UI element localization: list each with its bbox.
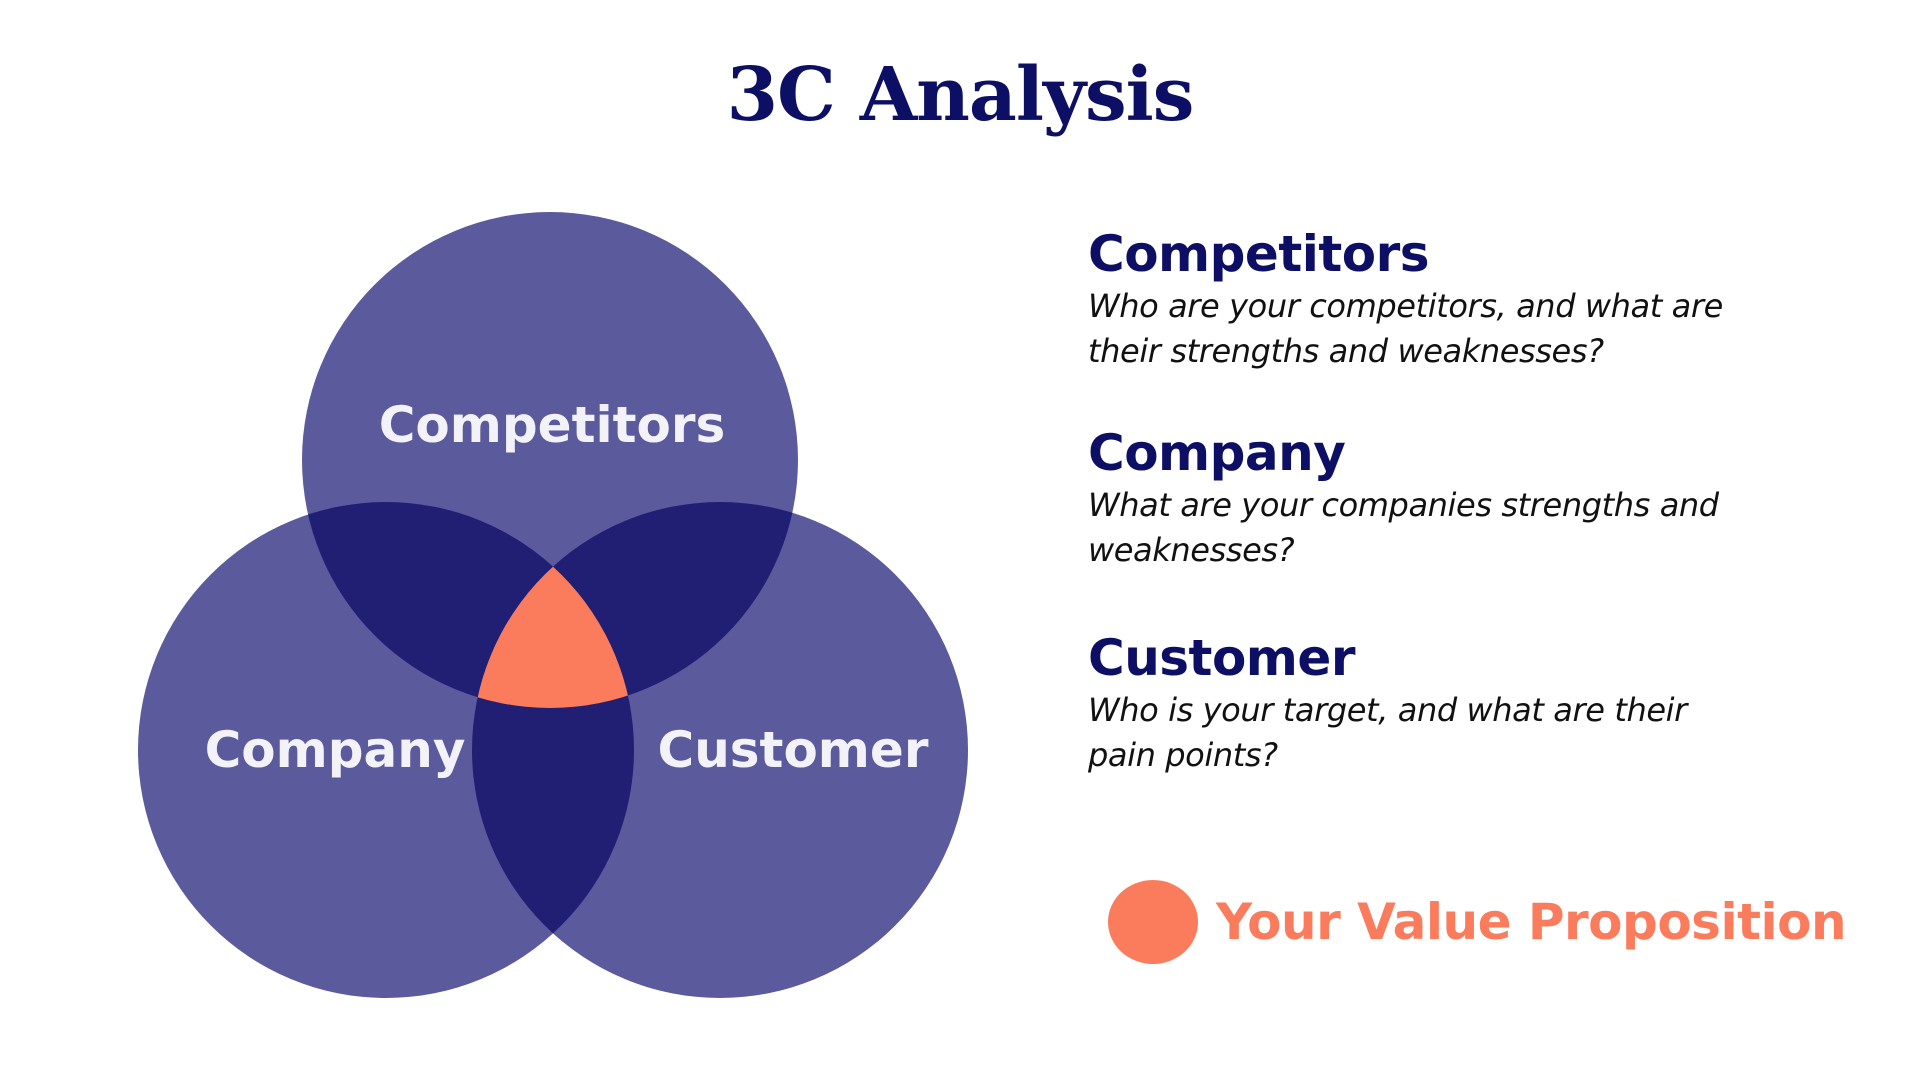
competitors-description: Competitors Who are your competitors, an… [1088, 224, 1788, 374]
customer-heading: Customer [1088, 629, 1355, 687]
value-proposition-legend: Your Value Proposition [1108, 880, 1847, 964]
page-title: 3C Analysis [726, 52, 1195, 138]
value-proposition-center [472, 502, 634, 708]
venn-diagram: Competitors Company Customer [138, 212, 968, 998]
value-proposition-label: Your Value Proposition [1216, 893, 1847, 951]
competitors-heading: Competitors [1088, 225, 1430, 283]
customer-description: Customer Who is your target, and what ar… [1088, 628, 1788, 778]
competitors-circle-label: Competitors [379, 396, 726, 454]
customer-text: Who is your target, and what are their p… [1088, 691, 1687, 774]
value-proposition-dot [1108, 880, 1198, 964]
company-description: Company What are your companies strength… [1088, 423, 1788, 573]
competitors-text: Who are your competitors, and what are t… [1088, 287, 1723, 370]
company-heading: Company [1088, 424, 1346, 482]
company-text: What are your companies strengths and we… [1088, 486, 1719, 569]
company-circle-label: Company [205, 721, 466, 779]
customer-circle-label: Customer [658, 721, 929, 779]
